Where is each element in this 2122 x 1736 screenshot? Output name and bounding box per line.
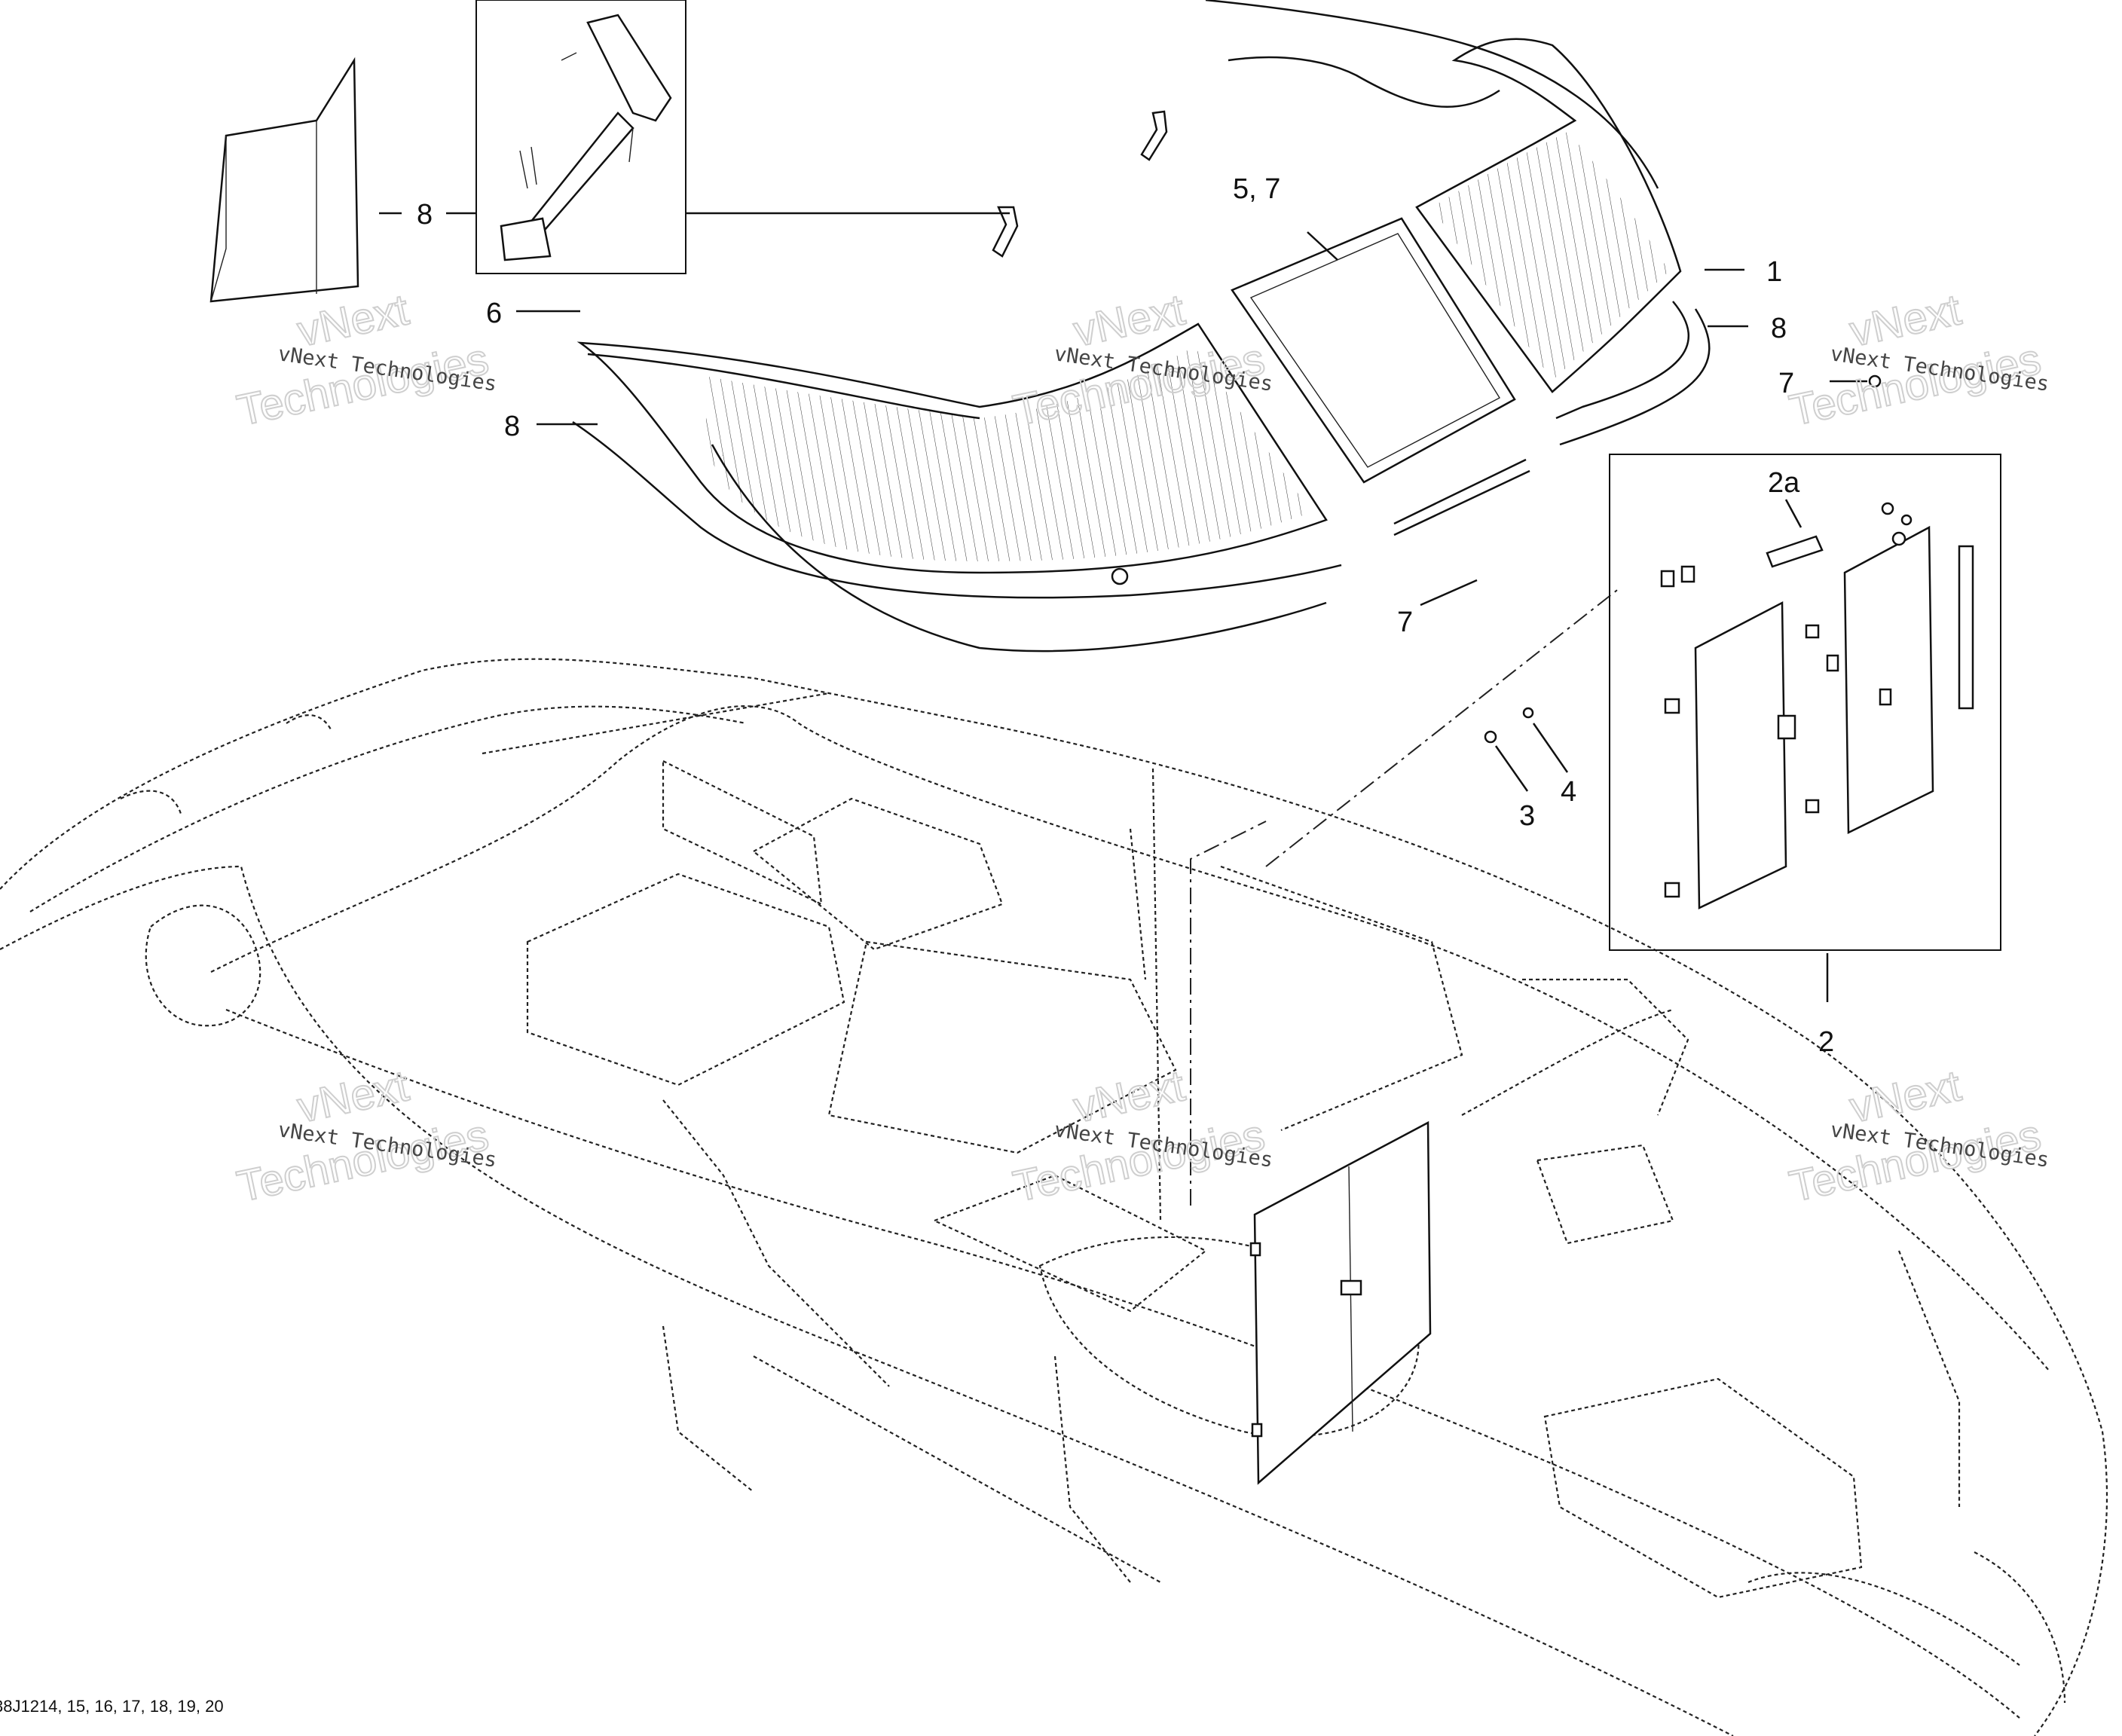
- boat-hull: [0, 658, 2108, 1736]
- svg-text:vNext: vNext: [1845, 285, 1965, 356]
- callout-8-right: 8: [1771, 313, 1787, 344]
- assembly-line: [1190, 821, 1267, 1206]
- screw-4: [1522, 707, 1534, 719]
- washer-3: [1484, 730, 1497, 744]
- callout-1: 1: [1766, 256, 1782, 288]
- callout-4: 4: [1561, 776, 1576, 808]
- watermark-top-left: vNext Technologies vNext Technologies: [232, 284, 498, 436]
- watermark-mid-left: vNext Technologies vNext Technologies: [232, 1060, 498, 1212]
- callout-5-7: 5, 7: [1233, 173, 1280, 205]
- callout-2: 2: [1818, 1026, 1834, 1058]
- callout-labels: 8 5, 7 1 8 6 8 7 2a 7 3 4 2: [417, 173, 1834, 1058]
- door-kit: [1660, 502, 1974, 909]
- assembly-line: [1265, 587, 1621, 867]
- svg-text:vNext: vNext: [293, 285, 413, 356]
- callout-8-bag: 8: [417, 199, 433, 231]
- windshield-left-panel: [572, 322, 1342, 653]
- svg-text:vNext: vNext: [293, 1061, 413, 1132]
- svg-text:vNext: vNext: [1069, 1061, 1189, 1132]
- watermark-top-right: vNext Technologies vNext Technologies: [1784, 284, 2050, 436]
- svg-text:vNext: vNext: [1845, 1061, 1965, 1132]
- watermark-mid-right: vNext Technologies vNext Technologies: [1784, 1060, 2050, 1212]
- windshield-right-panel: [1205, 0, 1711, 446]
- storage-bag: [209, 57, 359, 303]
- hinge-bracket: [1140, 110, 1168, 161]
- reference-code: 38J1214, 15, 16, 17, 18, 19, 20: [0, 1697, 224, 1716]
- clip-7: [1111, 567, 1129, 585]
- door-kit-box: [1609, 454, 2001, 951]
- hinge-bracket: [992, 206, 1019, 258]
- leader-lines: [379, 212, 1867, 1002]
- callout-7-center: 7: [1397, 607, 1413, 638]
- console-door-installed: [1249, 1120, 1432, 1485]
- callout-6: 6: [486, 298, 502, 329]
- callout-2a: 2a: [1768, 467, 1800, 499]
- clip-7: [1868, 374, 1882, 388]
- strut-kit-box: [475, 0, 686, 274]
- callout-3: 3: [1519, 800, 1535, 832]
- strut-assembly: [500, 14, 672, 261]
- callout-7-right: 7: [1778, 368, 1794, 399]
- callout-8-left: 8: [504, 411, 520, 442]
- windshield-center-frame: [1231, 217, 1530, 536]
